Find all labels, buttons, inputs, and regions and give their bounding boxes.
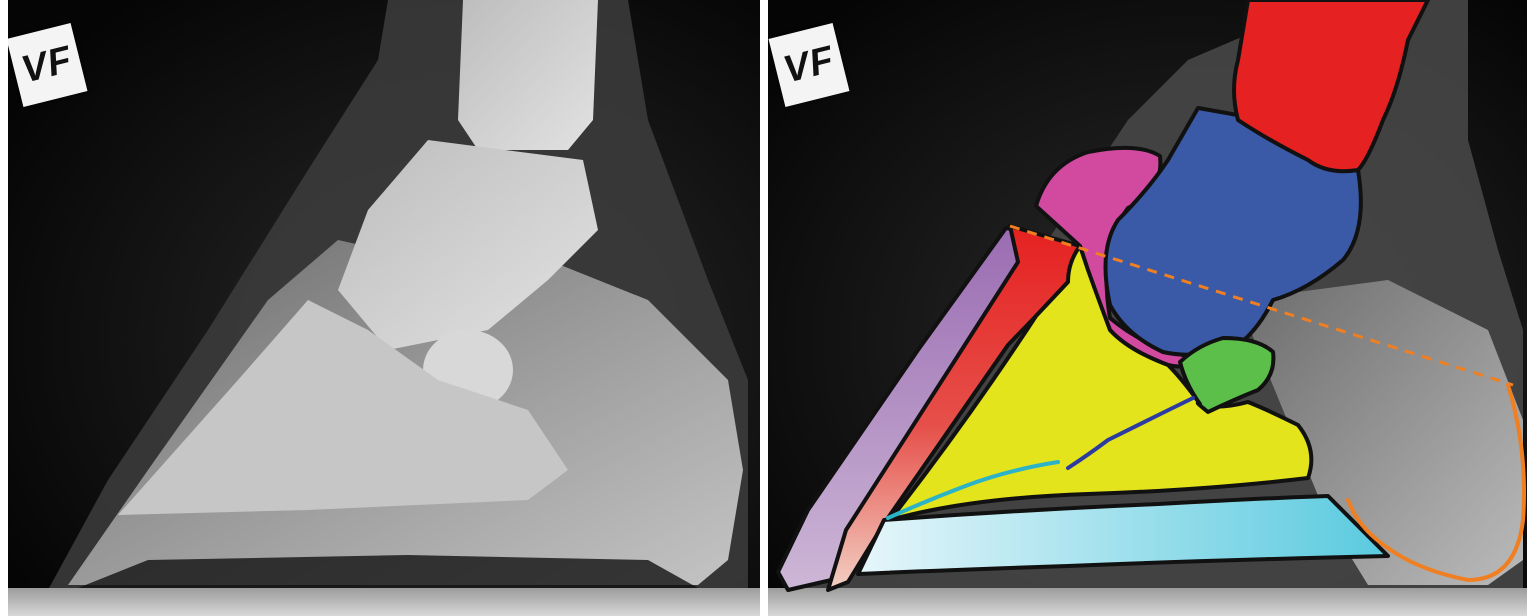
radiograph-image (8, 0, 760, 616)
annotated-panel: VF (768, 0, 1527, 616)
annotated-image (768, 0, 1527, 616)
radiograph-panel: VF (8, 0, 760, 616)
